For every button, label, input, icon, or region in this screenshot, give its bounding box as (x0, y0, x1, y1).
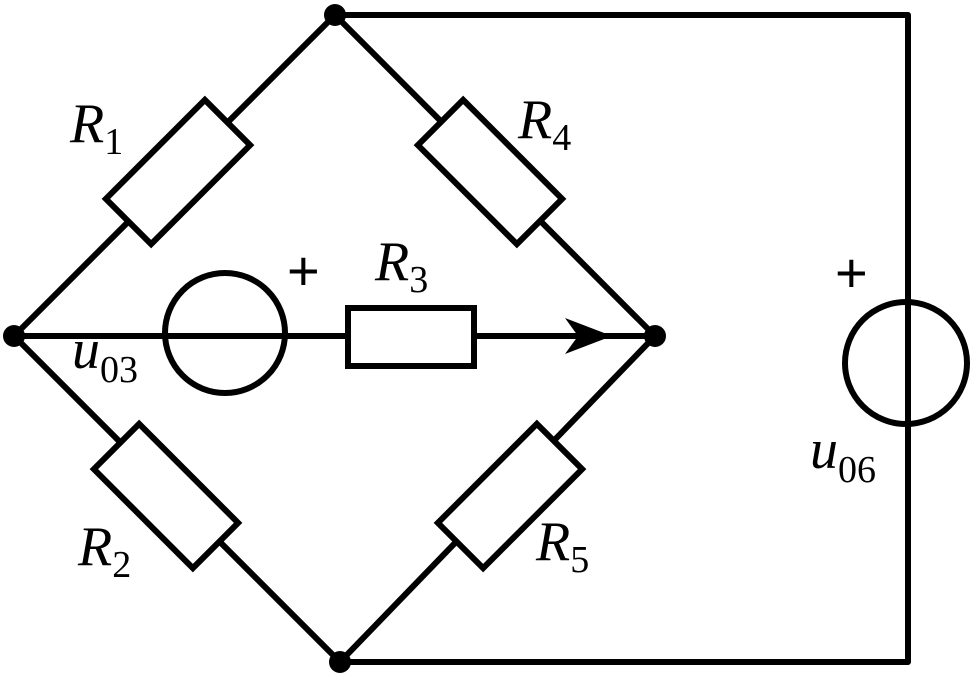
label-r3: R3 (374, 231, 428, 301)
resistor-r2 (89, 419, 243, 573)
resistor-r4 (413, 95, 567, 249)
label-r5: R5 (535, 511, 589, 581)
resistor-r1 (101, 95, 255, 249)
plus-sign-u03: + (287, 239, 320, 302)
label-r2: R2 (77, 516, 131, 586)
label-r4: R4 (517, 89, 571, 159)
label-u06: u06 (810, 419, 876, 491)
label-u03: u03 (72, 319, 138, 391)
resistor-r5 (433, 419, 587, 573)
label-r1: R1 (69, 93, 123, 163)
node-left (3, 325, 25, 347)
node-top (324, 4, 346, 26)
plus-sign-u06: + (835, 241, 868, 304)
node-right (644, 325, 666, 347)
current-arrow-icon (565, 318, 612, 354)
voltage-source-u03 (162, 270, 288, 396)
resistor-r3 (345, 305, 477, 369)
node-bottom (329, 651, 351, 673)
